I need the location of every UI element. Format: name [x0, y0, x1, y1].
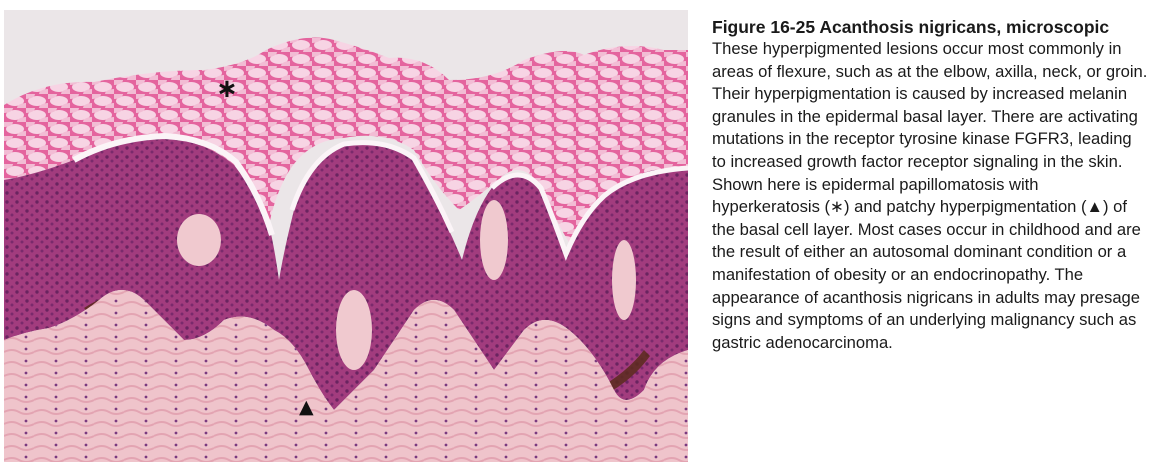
micrograph-image: ∗ ▲ — [4, 10, 688, 462]
basal-pigment-band — [604, 350, 650, 392]
hyperkeratosis-marker: ∗ — [216, 74, 238, 104]
figure-caption: Figure 16-25 Acanthosis nigricans, micro… — [712, 16, 1148, 354]
epidermis-layer — [4, 138, 688, 410]
figure-heading: Figure 16-25 Acanthosis nigricans, micro… — [712, 16, 1148, 38]
histology-illustration — [4, 10, 688, 462]
hyperpigmentation-marker: ▲ — [299, 396, 314, 418]
figure-body-text: These hyperpigmented lesions occur most … — [712, 39, 1148, 352]
figure-label: Figure 16-25 — [712, 17, 816, 37]
keratin-layer — [4, 37, 688, 251]
figure-title: Acanthosis nigricans, microscopic — [819, 17, 1110, 37]
